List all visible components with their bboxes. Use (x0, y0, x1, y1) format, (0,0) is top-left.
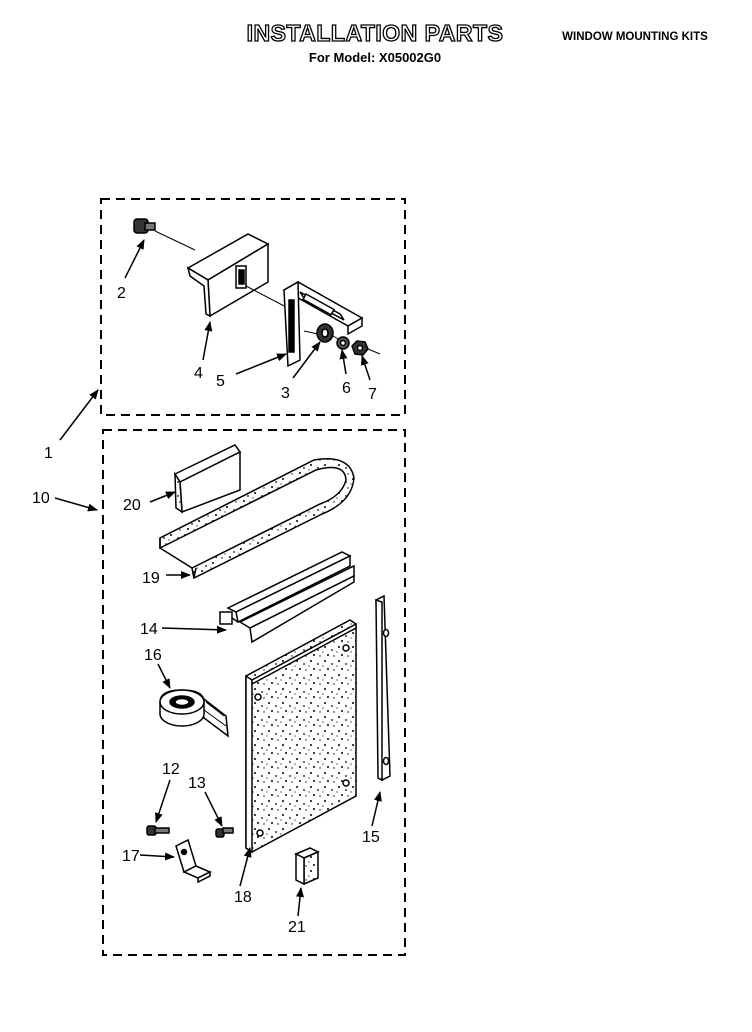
callout-4: 4 (194, 365, 203, 382)
bracket-cover-part-4 (186, 233, 289, 318)
callout-7: 7 (368, 386, 377, 403)
leader-17 (139, 852, 175, 861)
section-title: WINDOW MOUNTING KITS (562, 31, 708, 43)
callout-16: 16 (144, 647, 162, 664)
foam-panel-part-18 (245, 619, 357, 854)
side-strip-part-15 (375, 594, 391, 782)
foam-strip-part-19 (159, 458, 355, 580)
callout-14: 14 (140, 621, 158, 638)
angle-bracket-part-17 (175, 838, 212, 884)
leader-21 (296, 887, 305, 917)
washer-part-3 (316, 323, 341, 343)
page-title: INSTALLATION PARTS (246, 19, 504, 46)
leader-3 (292, 341, 321, 379)
callout-20: 20 (123, 497, 141, 514)
leader-4 (202, 321, 213, 361)
kit-box-upper (100, 198, 406, 416)
leader-14 (161, 625, 227, 634)
callout-5: 5 (216, 373, 225, 390)
foam-block-part-20 (173, 444, 242, 514)
leader-5 (235, 353, 287, 375)
callout-21: 21 (288, 919, 306, 936)
rail-part-14 (219, 551, 355, 644)
callout-6: 6 (342, 380, 351, 397)
kit-box-lower (102, 429, 406, 956)
callout-19: 19 (142, 570, 160, 587)
callout-15: 15 (362, 829, 380, 846)
leader-15 (371, 791, 382, 827)
screw-part-12 (146, 825, 170, 836)
nut-part-7 (351, 340, 381, 356)
leader-12 (155, 779, 171, 823)
callout-12: 12 (162, 761, 180, 778)
lock-washer-part-6 (336, 336, 350, 350)
leader-6 (339, 349, 348, 375)
leader-20 (149, 491, 176, 503)
leader-13 (204, 791, 223, 827)
leader-1 (59, 389, 99, 441)
model-subtitle: For Model: X05002G0 (308, 50, 442, 65)
callout-13: 13 (188, 775, 206, 792)
leader-7 (361, 355, 371, 381)
callout-3: 3 (281, 385, 290, 402)
leader-10 (54, 497, 98, 512)
callout-2: 2 (117, 285, 126, 302)
screw-part-2 (133, 218, 196, 251)
foam-block-part-21 (294, 847, 320, 886)
leader-16 (157, 663, 171, 689)
bracket-part-5 (282, 280, 364, 368)
callout-17: 17 (122, 848, 140, 865)
callout-18: 18 (234, 889, 252, 906)
callout-10: 10 (32, 490, 50, 507)
leader-18 (239, 847, 252, 887)
screw-part-13 (215, 827, 234, 838)
callout-1: 1 (44, 445, 53, 462)
tape-roll-part-16 (159, 689, 229, 738)
leader-2 (124, 239, 145, 279)
